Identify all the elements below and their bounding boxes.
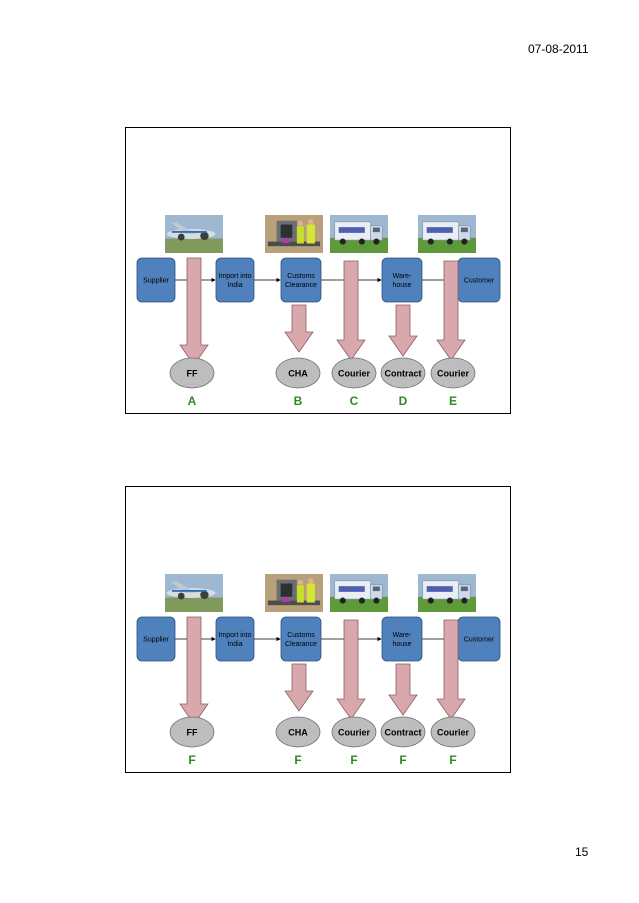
process-box-label: Customs	[287, 632, 315, 639]
process-box-label: India	[227, 641, 242, 648]
process-box-label: Customer	[464, 637, 495, 644]
provider-label: Courier	[338, 369, 371, 379]
provider-label: Contract	[384, 728, 421, 738]
provider-ellipse: Contract	[380, 716, 426, 748]
page-number: 15	[575, 845, 589, 859]
process-box-label: Import into	[218, 632, 251, 639]
category-letter: C	[350, 394, 359, 408]
process-box-label: Clearance	[285, 641, 317, 648]
down-arrow	[388, 304, 418, 357]
process-box-supplier: Supplier	[136, 616, 176, 662]
down-arrow	[284, 663, 314, 712]
down-arrow	[336, 619, 366, 720]
category-letter: B	[294, 394, 303, 408]
category-letter: F	[449, 753, 456, 767]
provider-label: CHA	[288, 728, 308, 738]
process-box-customer: Customer	[457, 257, 501, 303]
down-arrow	[336, 260, 366, 361]
customs-scanner-photo-icon	[265, 574, 323, 612]
header-date: 07-08-2011	[528, 42, 589, 56]
provider-ellipse: CHA	[275, 716, 321, 748]
process-box-warehouse: Ware-house	[381, 616, 423, 662]
provider-label: FF	[187, 728, 198, 738]
category-letter: F	[350, 753, 357, 767]
provider-ellipse: Courier	[430, 716, 476, 748]
customs-scanner-photo-icon	[265, 215, 323, 253]
category-letter: E	[449, 394, 457, 408]
category-letter: A	[188, 394, 197, 408]
category-letter: F	[399, 753, 406, 767]
process-box-label: Import into	[218, 273, 251, 280]
provider-ellipse: FF	[169, 357, 215, 389]
category-letter: F	[294, 753, 301, 767]
process-box-label: India	[227, 282, 242, 289]
process-box-warehouse: Ware-house	[381, 257, 423, 303]
truck-photo-icon	[418, 215, 476, 253]
process-box-customer: Customer	[457, 616, 501, 662]
down-arrow	[436, 260, 466, 361]
category-letter: D	[399, 394, 408, 408]
provider-label: CHA	[288, 369, 308, 379]
down-arrow	[179, 257, 209, 366]
process-box-label: Customs	[287, 273, 315, 280]
truck-photo-icon	[330, 574, 388, 612]
airplane-photo-icon	[165, 215, 223, 253]
category-letter: F	[188, 753, 195, 767]
process-box-label: Ware-	[393, 273, 412, 280]
process-box-label: Supplier	[143, 637, 169, 644]
down-arrow	[436, 619, 466, 720]
provider-ellipse: Contract	[380, 357, 426, 389]
process-box-label: Ware-	[393, 632, 412, 639]
process-box-label: Customer	[464, 278, 495, 285]
provider-label: Contract	[384, 369, 421, 379]
process-box-label: Clearance	[285, 282, 317, 289]
truck-photo-icon	[418, 574, 476, 612]
provider-ellipse: Courier	[430, 357, 476, 389]
provider-label: FF	[187, 369, 198, 379]
process-box-label: house	[392, 282, 411, 289]
airplane-photo-icon	[165, 574, 223, 612]
process-box-supplier: Supplier	[136, 257, 176, 303]
down-arrow	[388, 663, 418, 716]
provider-ellipse: CHA	[275, 357, 321, 389]
process-box-label: Supplier	[143, 278, 169, 285]
down-arrow	[284, 304, 314, 353]
process-box-label: house	[392, 641, 411, 648]
provider-ellipse: FF	[169, 716, 215, 748]
provider-label: Courier	[437, 369, 470, 379]
provider-ellipse: Courier	[331, 357, 377, 389]
truck-photo-icon	[330, 215, 388, 253]
down-arrow	[179, 616, 209, 725]
provider-label: Courier	[338, 728, 371, 738]
provider-ellipse: Courier	[331, 716, 377, 748]
provider-label: Courier	[437, 728, 470, 738]
